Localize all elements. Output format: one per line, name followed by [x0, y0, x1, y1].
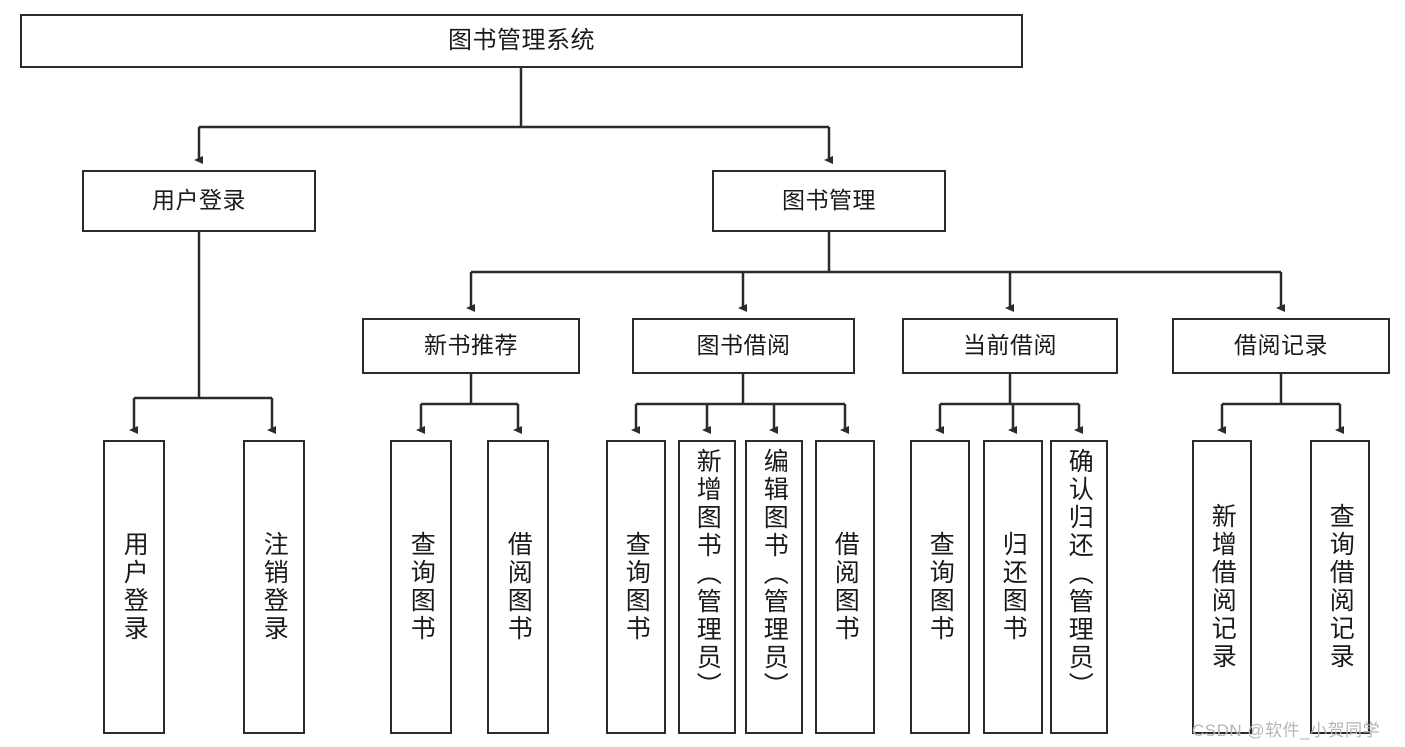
node-leaf-query-book-recommend-label: 查询图书: [407, 531, 436, 643]
node-leaf-query-borrow-record-label: 查询借阅记录: [1326, 503, 1355, 671]
node-leaf-add-borrow-record-label: 新增借阅记录: [1208, 503, 1237, 671]
node-leaf-user-logout-label: 注销登录: [260, 531, 289, 643]
node-leaf-confirm-return-admin[interactable]: 确认归还（管理员）: [1050, 440, 1108, 734]
node-new-book-recommend-label: 新书推荐: [424, 332, 518, 359]
node-leaf-user-login[interactable]: 用户登录: [103, 440, 165, 734]
node-leaf-query-book-current-label: 查询图书: [926, 531, 955, 643]
node-leaf-edit-book-admin-label: 编辑图书（管理员）: [760, 448, 789, 700]
node-leaf-query-book-borrow[interactable]: 查询图书: [606, 440, 666, 734]
csdn-watermark: CSDN @软件_小贺同学: [1192, 721, 1381, 740]
node-leaf-query-book-borrow-label: 查询图书: [622, 531, 651, 643]
node-new-book-recommend[interactable]: 新书推荐: [362, 318, 580, 374]
node-leaf-edit-book-admin[interactable]: 编辑图书（管理员）: [745, 440, 803, 734]
node-root[interactable]: 图书管理系统: [20, 14, 1023, 68]
node-book-manage-label: 图书管理: [782, 187, 876, 214]
node-leaf-add-book-admin-label: 新增图书（管理员）: [693, 448, 722, 700]
node-leaf-query-borrow-record[interactable]: 查询借阅记录: [1310, 440, 1370, 734]
node-leaf-return-book-label: 归还图书: [999, 531, 1028, 643]
node-leaf-user-login-label: 用户登录: [120, 531, 149, 643]
node-current-borrow[interactable]: 当前借阅: [902, 318, 1118, 374]
node-user-login-label: 用户登录: [152, 187, 246, 214]
node-borrow-record[interactable]: 借阅记录: [1172, 318, 1390, 374]
node-book-borrow-label: 图书借阅: [696, 332, 791, 359]
node-leaf-user-logout[interactable]: 注销登录: [243, 440, 305, 734]
node-leaf-borrow-book-label: 借阅图书: [831, 531, 860, 643]
node-current-borrow-label: 当前借阅: [963, 332, 1057, 359]
node-borrow-record-label: 借阅记录: [1234, 332, 1328, 359]
node-book-manage[interactable]: 图书管理: [712, 170, 946, 232]
node-leaf-borrow-book-recommend[interactable]: 借阅图书: [487, 440, 549, 734]
node-leaf-confirm-return-admin-label: 确认归还（管理员）: [1065, 448, 1094, 700]
node-leaf-add-borrow-record[interactable]: 新增借阅记录: [1192, 440, 1252, 734]
node-leaf-query-book-current[interactable]: 查询图书: [910, 440, 970, 734]
node-leaf-borrow-book-recommend-label: 借阅图书: [504, 531, 533, 643]
node-leaf-query-book-recommend[interactable]: 查询图书: [390, 440, 452, 734]
node-user-login[interactable]: 用户登录: [82, 170, 316, 232]
node-root-label: 图书管理系统: [448, 26, 595, 54]
node-leaf-return-book[interactable]: 归还图书: [983, 440, 1043, 734]
node-leaf-add-book-admin[interactable]: 新增图书（管理员）: [678, 440, 736, 734]
node-book-borrow[interactable]: 图书借阅: [632, 318, 855, 374]
node-leaf-borrow-book[interactable]: 借阅图书: [815, 440, 875, 734]
